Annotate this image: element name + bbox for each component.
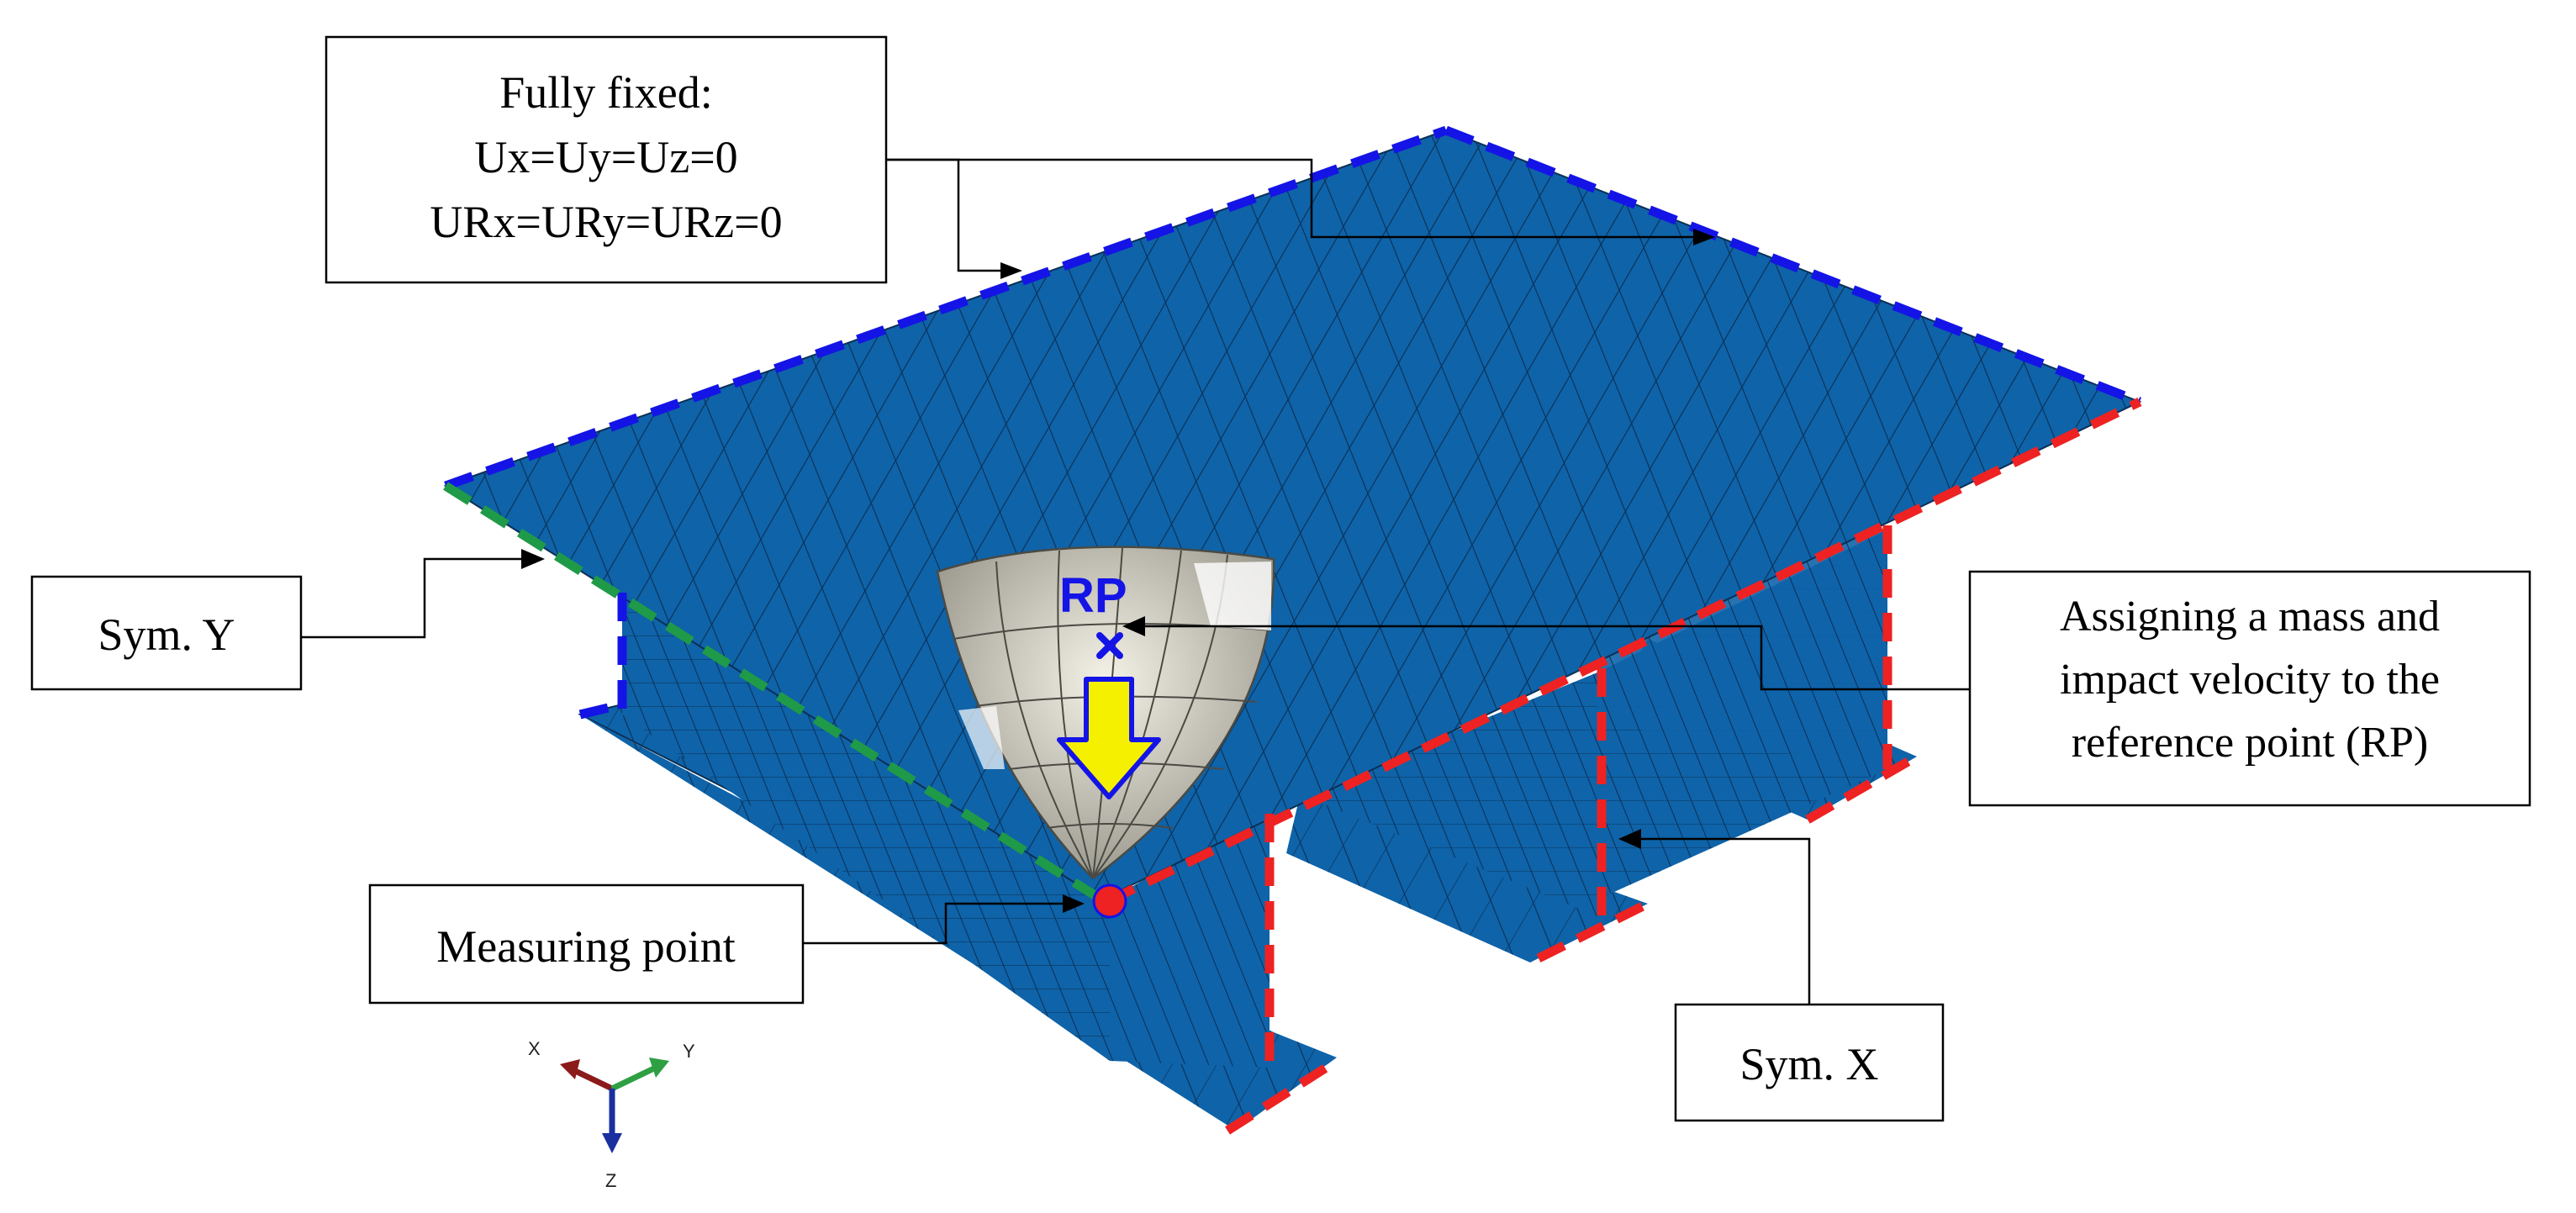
mass-line-1: Assigning a mass and <box>2060 593 2440 641</box>
arrowhead-mass-icon <box>1122 616 1145 636</box>
sym-x-edges <box>1106 398 2142 1135</box>
arrowhead-fixed-2-icon <box>1693 229 1715 245</box>
mass-line-3: reference point (RP) <box>2072 719 2428 767</box>
rp-label: RP <box>1059 568 1127 623</box>
callout-fully-fixed: Fully fixed: Ux=Uy=Uz=0 URx=URy=URz=0 <box>325 35 888 284</box>
coordinate-triad: X Y Z <box>528 1038 695 1191</box>
arrowhead-sym-x-icon <box>1618 829 1641 849</box>
leader-fixed-1 <box>886 158 1019 272</box>
top-plate <box>443 129 2142 901</box>
callout-measuring-point: Measuring point <box>368 883 805 1005</box>
fixed-line-3: URx=URy=URz=0 <box>430 197 782 247</box>
triad-x-arrow-icon <box>560 1059 580 1079</box>
web-front-long <box>1110 807 1270 1068</box>
arrowhead-measuring-icon <box>1063 894 1085 913</box>
fully-fixed-edges <box>444 125 2142 720</box>
web-left <box>622 588 1110 1061</box>
leader-measuring <box>803 902 1078 945</box>
reference-point-marker: RP <box>1059 568 1127 659</box>
leader-fixed-2 <box>886 158 1707 239</box>
rp-cross-icon <box>1096 632 1123 659</box>
callout-sym-y: Sym. Y <box>30 575 303 691</box>
sym-x-edge-flange-left <box>1225 1057 1339 1135</box>
leader-sym-y <box>301 557 538 639</box>
sym-x-label: Sym. X <box>1739 1039 1878 1089</box>
fixed-edge-back-right <box>1444 125 2142 407</box>
web-middle <box>1270 672 1597 916</box>
triad-z-arrow-icon <box>602 1133 622 1153</box>
fixed-line-2: Ux=Uy=Uz=0 <box>474 132 737 182</box>
triad-z-label: Z <box>605 1170 616 1191</box>
bottom-flange-middle <box>1286 782 1648 962</box>
callout-sym-x: Sym. X <box>1674 1003 1945 1122</box>
fixed-edge-back-left <box>444 125 1448 491</box>
leader-sym-x <box>1627 837 1811 1005</box>
impact-velocity-arrow-icon <box>1057 677 1161 799</box>
triad-x-label: X <box>528 1038 541 1059</box>
sym-x-edge-top <box>1106 398 2142 905</box>
leader-lines <box>301 158 1970 1005</box>
mass-line-2: impact velocity to the <box>2060 656 2440 704</box>
triad-x-axis <box>570 1066 614 1092</box>
leader-mass <box>1131 625 1970 691</box>
sym-x-edge-flange-right <box>1805 752 1919 824</box>
fixed-line-1: Fully fixed: <box>499 67 713 118</box>
arrowhead-fixed-1-icon <box>1000 262 1022 279</box>
measuring-point-label: Measuring point <box>436 921 735 972</box>
leader-arrowheads <box>521 229 1715 913</box>
fixed-edge-flange-end <box>578 699 624 720</box>
measuring-point-dot <box>1092 883 1127 919</box>
triad-y-axis <box>610 1064 657 1092</box>
triad-y-arrow-icon <box>649 1057 669 1078</box>
sym-y-label: Sym. Y <box>98 609 235 660</box>
callout-mass-velocity: Assigning a mass and impact velocity to … <box>1968 570 2531 807</box>
triad-y-label: Y <box>683 1041 695 1062</box>
arrowhead-sym-y-icon <box>521 549 545 569</box>
sym-x-edge-flange-middle <box>1536 899 1650 962</box>
